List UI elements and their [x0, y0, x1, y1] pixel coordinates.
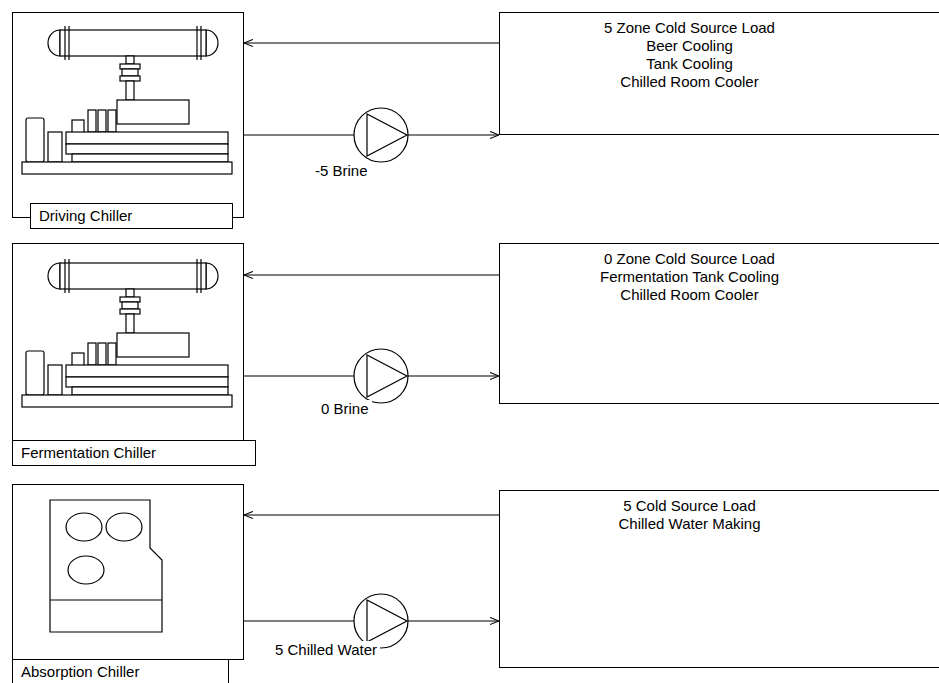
flow-medium-label: 0 Brine	[318, 400, 372, 418]
pump-symbol	[354, 108, 408, 162]
load-item: Fermentation Tank Cooling	[500, 268, 879, 286]
flow-medium-label: 5 Chilled Water	[272, 641, 380, 659]
load-item: Beer Cooling	[500, 37, 879, 55]
chiller-box: Driving Chiller	[12, 12, 244, 218]
compressor-chiller-icon	[22, 26, 232, 174]
load-item: Chilled Water Making	[500, 515, 879, 533]
chiller-name-label: Driving Chiller	[30, 203, 233, 229]
load-item: Tank Cooling	[500, 55, 879, 73]
chiller-box: Absorption Chiller	[12, 484, 244, 660]
pump-symbol	[354, 594, 408, 648]
chiller-name-label: Fermentation Chiller	[12, 440, 256, 466]
load-heading: 5 Cold Source Load	[500, 497, 879, 515]
load-item: Chilled Room Cooler	[500, 286, 879, 304]
load-box: 0 Zone Cold Source LoadFermentation Tank…	[499, 243, 939, 404]
flow-arrow	[244, 42, 499, 43]
compressor-chiller-icon	[22, 259, 232, 407]
load-heading: 5 Zone Cold Source Load	[500, 19, 879, 37]
pump-symbol	[354, 349, 408, 403]
flow-medium-label: -5 Brine	[312, 162, 371, 180]
load-heading: 0 Zone Cold Source Load	[500, 250, 879, 268]
chiller-name-label: Absorption Chiller	[12, 659, 229, 683]
flow-arrow	[244, 274, 499, 275]
absorption-chiller-icon	[50, 500, 162, 632]
load-box: 5 Zone Cold Source LoadBeer CoolingTank …	[499, 12, 939, 135]
flow-arrow	[244, 514, 499, 515]
load-box: 5 Cold Source LoadChilled Water Making	[499, 490, 939, 668]
load-item: Chilled Room Cooler	[500, 73, 879, 91]
chiller-box: Fermentation Chiller	[12, 243, 244, 455]
